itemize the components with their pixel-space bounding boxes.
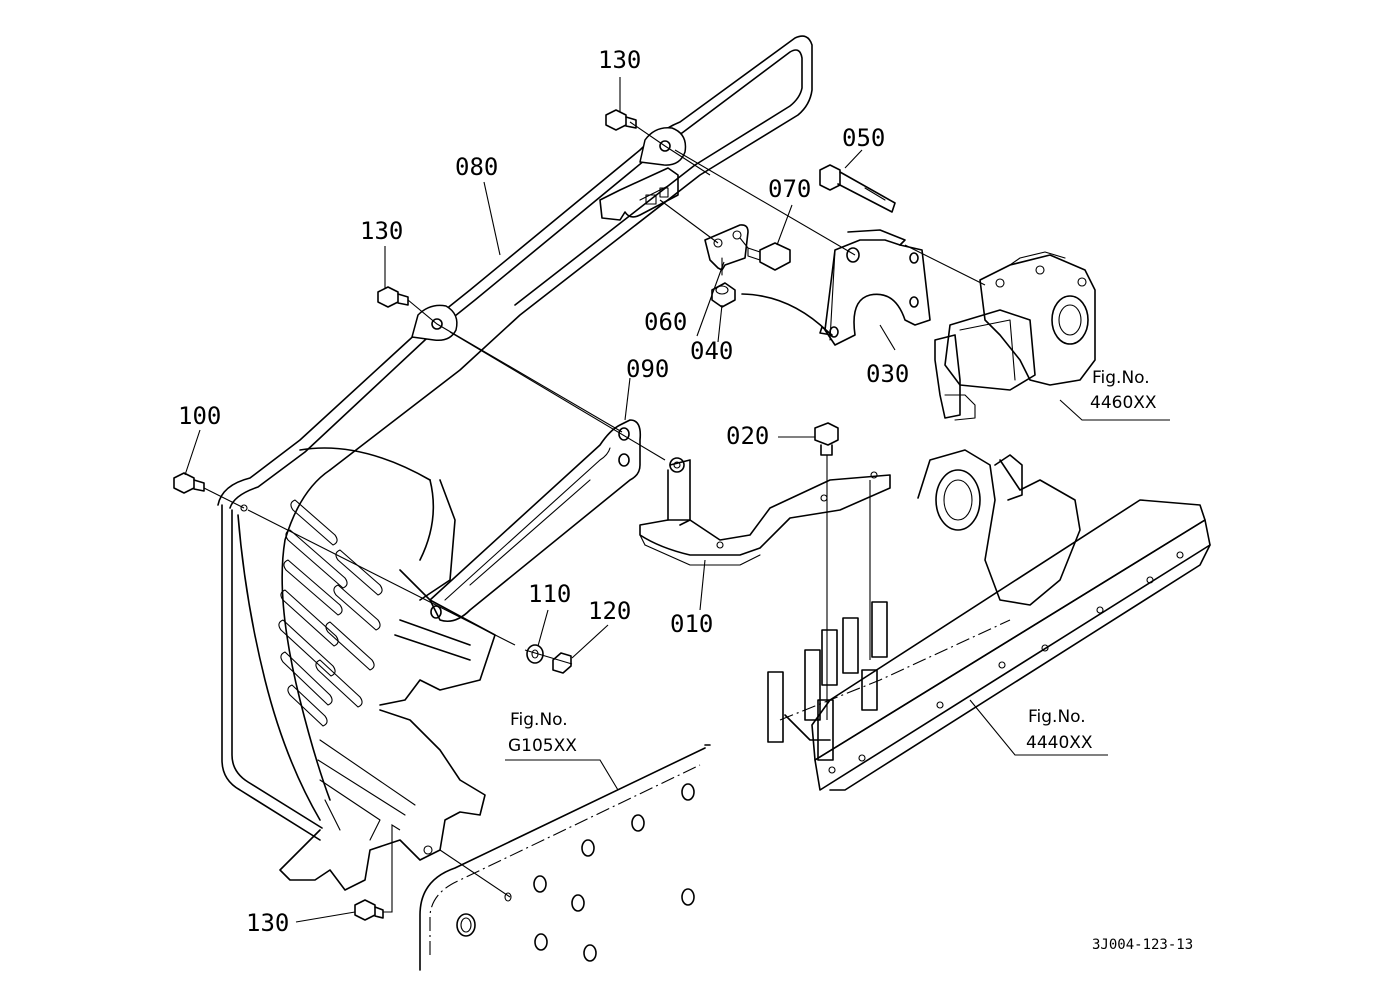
egr-valve-drawing [934,251,1096,421]
fig-ref-4440-line1: Fig.No. [1028,707,1086,727]
part-label-110: 110 [528,580,571,608]
bolts-drawing [173,109,839,921]
bracket-010-drawing [639,457,891,566]
fig-ref-4440-line2: 4440XX [1026,733,1093,753]
assembly-guide-lines [203,121,986,913]
part-label-130-top: 130 [598,46,641,74]
fig-ref-4460-line2: 4460XX [1090,393,1157,413]
bracket-030-drawing [824,229,931,346]
engine-block-drawing [419,744,711,971]
part-label-030: 030 [866,360,909,388]
bolt-050-drawing [819,164,896,213]
small-bracket-drawing [599,167,679,221]
part-label-130-mid: 130 [360,217,403,245]
fig-ref-g105-line2: G105XX [508,736,577,756]
part-label-050: 050 [842,124,885,152]
part-labels: 130 130 130 080 100 090 110 120 060 040 … [178,46,909,937]
nut-040-drawing [711,282,736,308]
fig-ref-4460-line1: Fig.No. [1092,368,1150,388]
washer-nut-drawing [526,644,572,674]
part-label-130-bottom: 130 [246,909,289,937]
part-label-020: 020 [726,422,769,450]
diagram-code: 3J004-123-13 [1092,937,1193,953]
plate-060-drawing [704,224,749,276]
part-label-040: 040 [690,337,733,365]
part-label-010: 010 [670,610,713,638]
part-label-100: 100 [178,402,221,430]
part-label-120: 120 [588,597,631,625]
part-label-060: 060 [644,308,687,336]
figure-references: Fig.No. 4460XX Fig.No. G105XX Fig.No. 44… [508,368,1157,756]
bolt-070-drawing [747,242,791,271]
intake-manifold-drawing [767,449,1211,791]
leader-lines [184,77,1170,923]
part-label-090: 090 [626,355,669,383]
fig-ref-g105-line1: Fig.No. [510,710,568,730]
part-label-080: 080 [455,153,498,181]
cover-080-drawing [217,35,813,891]
part-label-070: 070 [768,175,811,203]
